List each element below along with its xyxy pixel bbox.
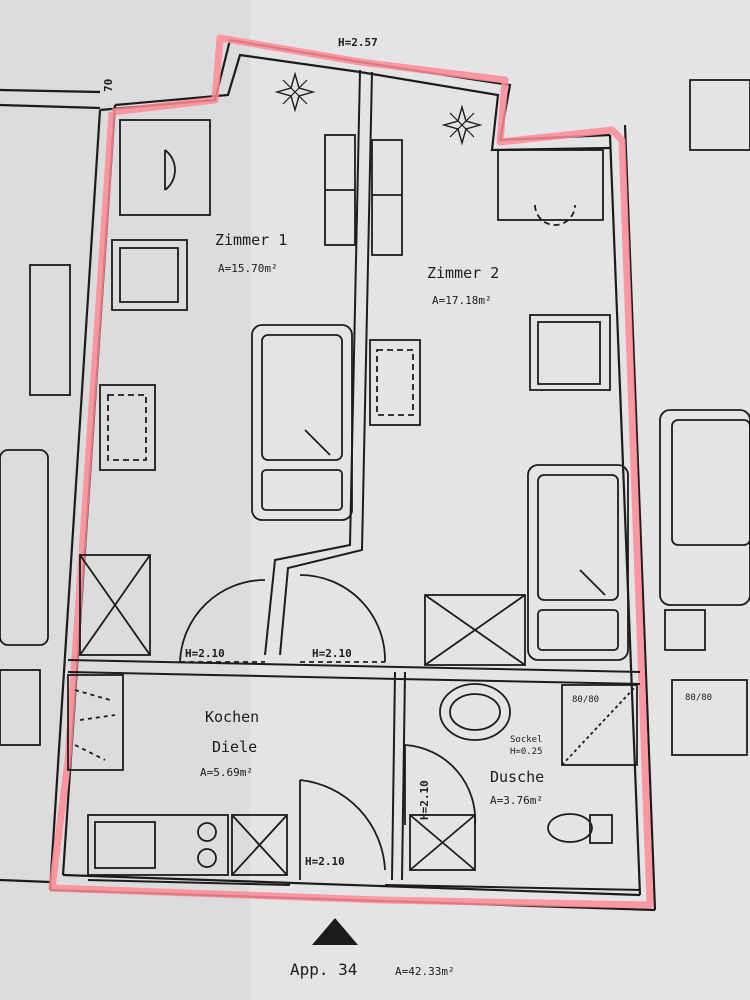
shower-size-neighbor-label: 80/80 xyxy=(685,693,712,703)
room-doors xyxy=(179,574,386,663)
window-height-label: H=2.57 xyxy=(338,36,378,49)
kitchen-furniture xyxy=(67,674,386,880)
neighbour-right xyxy=(659,79,750,756)
apartment-outline xyxy=(48,34,654,909)
total-area-label: A=42.33m² xyxy=(395,965,455,978)
apartment-number: App. 34 xyxy=(290,960,357,979)
door-height-entrance: H=2.10 xyxy=(305,855,345,868)
area-label-kochen: A=5.69m² xyxy=(200,766,253,779)
door-height-bath: H=2.10 xyxy=(418,780,431,820)
zimmer2-furniture xyxy=(369,139,629,666)
room-label-kochen: Kochen xyxy=(205,708,259,726)
paper-shade xyxy=(0,0,250,1000)
zimmer1-furniture xyxy=(79,119,356,656)
sockel-height-label: H=0.25 xyxy=(510,747,543,757)
door-height-zimmer1: H=2.10 xyxy=(185,647,225,660)
room-label-diele: Diele xyxy=(212,738,257,756)
room-label-zimmer2: Zimmer 2 xyxy=(427,264,499,282)
sockel-label: Sockel xyxy=(510,735,543,745)
area-label-zimmer2: A=17.18m² xyxy=(432,294,492,307)
bath-furniture xyxy=(404,683,638,871)
shower-size-label: 80/80 xyxy=(572,695,599,705)
wall-offset-label: 70 xyxy=(102,79,115,92)
area-label-dusche: A=3.76m² xyxy=(490,794,543,807)
entrance-arrow-icon xyxy=(312,918,358,945)
interior-walls xyxy=(67,69,641,891)
area-label-zimmer1: A=15.70m² xyxy=(218,262,278,275)
door-height-zimmer2: H=2.10 xyxy=(312,647,352,660)
neighbour-left xyxy=(0,264,71,746)
room-label-zimmer1: Zimmer 1 xyxy=(215,231,287,249)
room-label-dusche: Dusche xyxy=(490,768,544,786)
